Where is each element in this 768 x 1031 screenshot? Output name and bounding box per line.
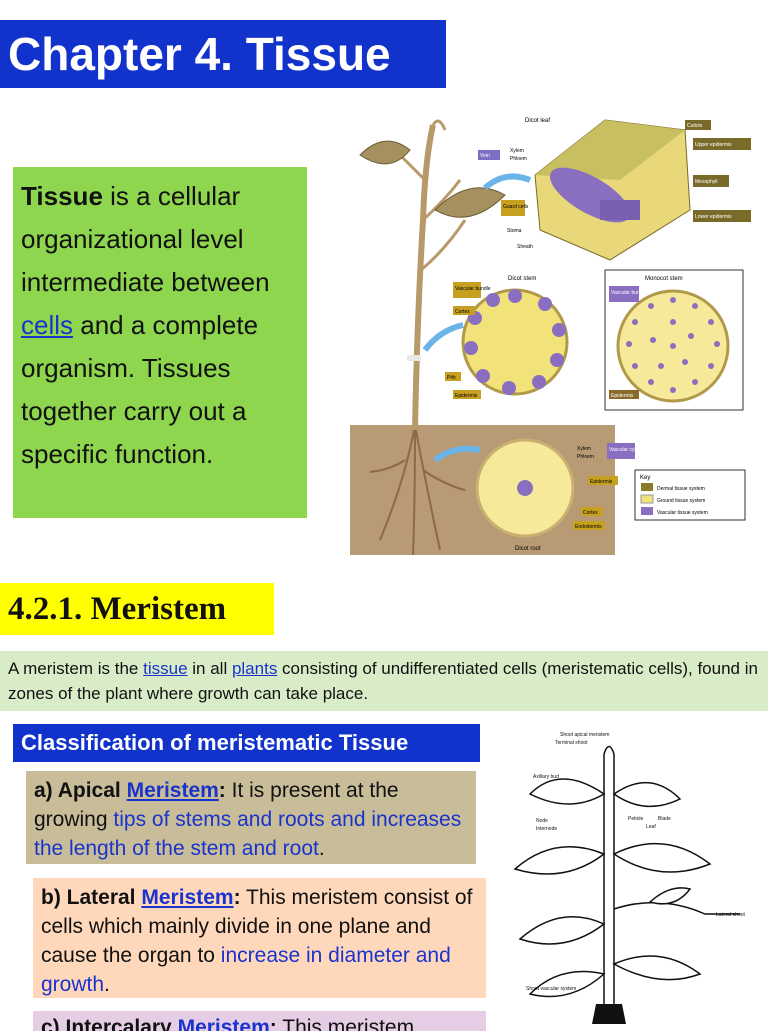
apical-meristem-link[interactable]: Meristem (126, 779, 219, 802)
leaf-lower-left (518, 916, 606, 945)
leaf-upper-right (612, 781, 682, 808)
plant-stem (412, 124, 436, 431)
label-internode: Internode (536, 826, 557, 832)
label-axillary-bud: Axillary bud (533, 774, 559, 780)
label-shoot-apical-meristem: Shoot apical meristem (560, 732, 609, 738)
tissue-link[interactable]: tissue (143, 659, 188, 678)
plants-link[interactable]: plants (231, 659, 278, 678)
key-ground: Ground tissue system (657, 498, 705, 504)
label-guard-cells: Guard cells (503, 204, 529, 210)
intro-box: Tissue is a cellular organizational leve… (13, 167, 307, 518)
meristem-heading: 4.2.1. Meristem (0, 583, 274, 635)
label-terminal-shoot: Terminal shoot (555, 740, 588, 746)
apical-prefix: a) Apical (34, 779, 127, 802)
label-blade: Blade (658, 816, 671, 822)
label-endodermis: Endodermis (575, 524, 602, 530)
label-node: Node (536, 818, 548, 824)
label-phloem: Phloem (510, 156, 527, 162)
plant-roots (369, 424, 466, 556)
leaf-lower-right (612, 955, 702, 981)
label-petiole: Petiole (628, 816, 644, 822)
label-upper-epidermis: Upper epidermis (695, 142, 732, 148)
definition-text-3: consisting of undifferentiated cells (me… (8, 659, 758, 703)
intro-text-1: is a cellular organizational level inter… (21, 181, 270, 297)
definition-text-2: in all (187, 659, 232, 678)
label-epidermis-root: Epidermis (590, 479, 613, 485)
label-leaf: Leaf (646, 824, 656, 830)
key-vascular: Vascular tissue system (657, 510, 708, 516)
label-cortex-root: Cortex (583, 510, 598, 516)
intro-term: Tissue (21, 181, 103, 211)
leaf-middle-left (513, 845, 606, 875)
label-vascular-cylinder: Vascular cylinder (609, 447, 647, 453)
lateral-meristem-card: b) Lateral Meristem: This meristem consi… (33, 878, 486, 998)
label-cuticle: Cuticle (687, 123, 703, 129)
leaf-middle-right (612, 842, 712, 873)
apical-meristem-card: a) Apical Meristem: It is present at the… (26, 771, 476, 864)
apical-highlight: tips of stems and roots and increases th… (34, 808, 462, 860)
svg-text:Dicot stem: Dicot stem (508, 276, 536, 282)
cells-link[interactable]: cells (21, 310, 74, 340)
lateral-meristem-link[interactable]: Meristem (141, 886, 234, 909)
label-cortex: Cortex (455, 309, 470, 315)
definition-text-1: A meristem is the (8, 659, 144, 678)
label-mesophyll: Mesophyll (695, 179, 718, 185)
svg-text:Monocot stem: Monocot stem (645, 276, 683, 282)
root-base (592, 1004, 626, 1024)
leaf-upper-left (528, 778, 606, 805)
label-lower-epidermis: Lower epidermis (695, 214, 732, 220)
label-xylem: Xylem (510, 148, 524, 154)
label-lateral-shoot: Lateral shoot (716, 912, 746, 918)
lateral-prefix: b) Lateral (41, 886, 142, 909)
label-sheath: Sheath (517, 244, 533, 250)
label-shoot-vascular-system: Shoot vascular system (526, 986, 576, 992)
label-epidermis-stem: Epidermis (455, 393, 478, 399)
label-phloem-root: Phloem (577, 454, 594, 460)
arrow-to-leaf (482, 173, 532, 191)
shoot-diagram: Shoot apical meristem Terminal shoot Axi… (513, 732, 746, 1024)
svg-text:Dicot root: Dicot root (515, 546, 541, 552)
label-vascular-bundle-monocot: Vascular bundle (611, 290, 647, 296)
page-title: Chapter 4. Tissue (0, 20, 446, 88)
arrow-to-stem (422, 322, 464, 352)
arrow-to-root (433, 445, 481, 463)
plant-tissue-figure: Dicot leaf Cuticle Upper epidermis Mesop… (350, 118, 751, 556)
intercalary-meristem-card: c) Intercalary Meristem: This meristem (33, 1011, 486, 1031)
dicot-leaf-cross-section: Dicot leaf (525, 118, 691, 261)
figure-key: Key Dermal tissue system Ground tissue s… (634, 469, 746, 521)
svg-text:Dicot leaf: Dicot leaf (525, 118, 550, 124)
monocot-stem-cross-section: Monocot stem Vascular bundle Epidermis (604, 269, 744, 411)
label-epidermis-monocot: Epidermis (611, 393, 634, 399)
lateral-highlight: increase in diameter and growth (41, 944, 451, 996)
meristem-definition: A meristem is the tissue in all plants c… (0, 651, 768, 711)
dicot-root-cross-section: Dicot root (475, 438, 575, 552)
label-vein: Vein (480, 153, 490, 159)
key-dermal: Dermal tissue system (657, 486, 705, 492)
leaf-left (359, 140, 411, 165)
leaf-right (434, 187, 506, 218)
label-vascular-bundle: Vascular bundle (455, 286, 491, 292)
classification-heading: Classification of meristematic Tissue (13, 724, 480, 762)
label-pith: Pith (447, 375, 456, 381)
label-xylem-root: Xylem (577, 446, 591, 452)
svg-text:Key: Key (640, 475, 650, 481)
label-stoma: Stoma (507, 228, 522, 234)
intro-text-2: and a complete organism. Tissues togethe… (21, 310, 259, 469)
